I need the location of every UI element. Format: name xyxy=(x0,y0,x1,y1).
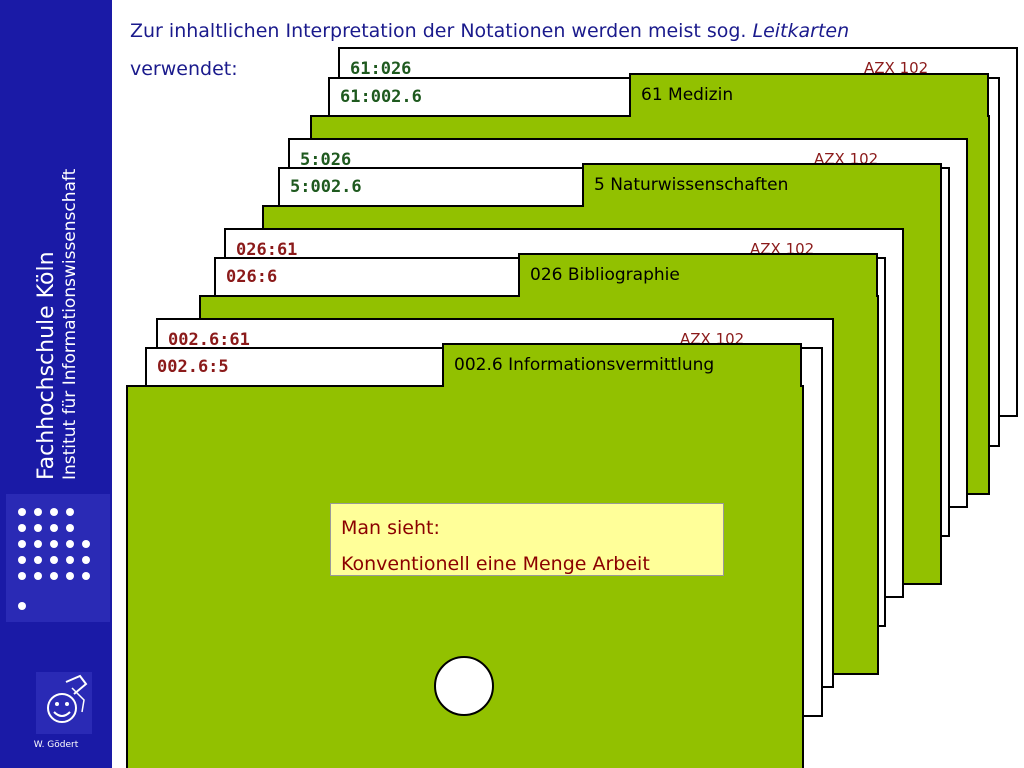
smiley-logo-icon xyxy=(36,672,92,734)
sidebar-title: Fachhochschule Köln Institut für Informa… xyxy=(34,169,80,480)
guide-card-tab: 026 Bibliographie xyxy=(518,253,878,297)
card-signature: AZX 102 xyxy=(864,59,929,77)
card-notation: 5:002.6 xyxy=(290,177,362,197)
guide-card-label: 002.6 Informationsvermittlung xyxy=(454,355,715,375)
note-line-1: Man sieht: xyxy=(341,517,440,539)
institute-name: Institut für Informationswissenschaft xyxy=(60,168,80,480)
card-notation: 002.6:5 xyxy=(157,357,229,377)
slide-title: Zur inhaltlichen Interpretation der Nota… xyxy=(130,12,1020,88)
guide-card-tab: 002.6 Informationsvermittlung xyxy=(442,343,802,387)
institution-name: Fachhochschule Köln xyxy=(34,251,59,480)
card-notation: 61:002.6 xyxy=(340,87,422,107)
guide-card-tab: 61 Medizin xyxy=(629,73,989,117)
card-notation: 5:026 xyxy=(300,150,352,170)
guide-card-label: 026 Bibliographie xyxy=(530,265,680,285)
dot-pattern-logo xyxy=(6,494,110,622)
card-notation: 002.6:61 xyxy=(168,330,250,350)
title-text-2: verwendet: xyxy=(130,58,238,80)
author-name: W. Gödert xyxy=(33,740,79,750)
title-italic: Leitkarten xyxy=(752,20,850,42)
card-notation: 026:61 xyxy=(236,240,298,260)
sidebar: Fachhochschule Köln Institut für Informa… xyxy=(0,0,112,768)
card-notation: 026:6 xyxy=(226,267,278,287)
card-hole-circle xyxy=(434,656,494,716)
title-text: Zur inhaltlichen Interpretation der Nota… xyxy=(130,20,753,42)
note-box: Man sieht: Konventionell eine Menge Arbe… xyxy=(330,503,724,576)
note-line-2: Konventionell eine Menge Arbeit xyxy=(341,553,650,575)
guide-card-label: 5 Naturwissenschaften xyxy=(594,175,789,195)
card-notation: 61:026 xyxy=(350,59,412,79)
guide-card-label: 61 Medizin xyxy=(641,85,734,105)
guide-card-tab: 5 Naturwissenschaften xyxy=(582,163,942,207)
